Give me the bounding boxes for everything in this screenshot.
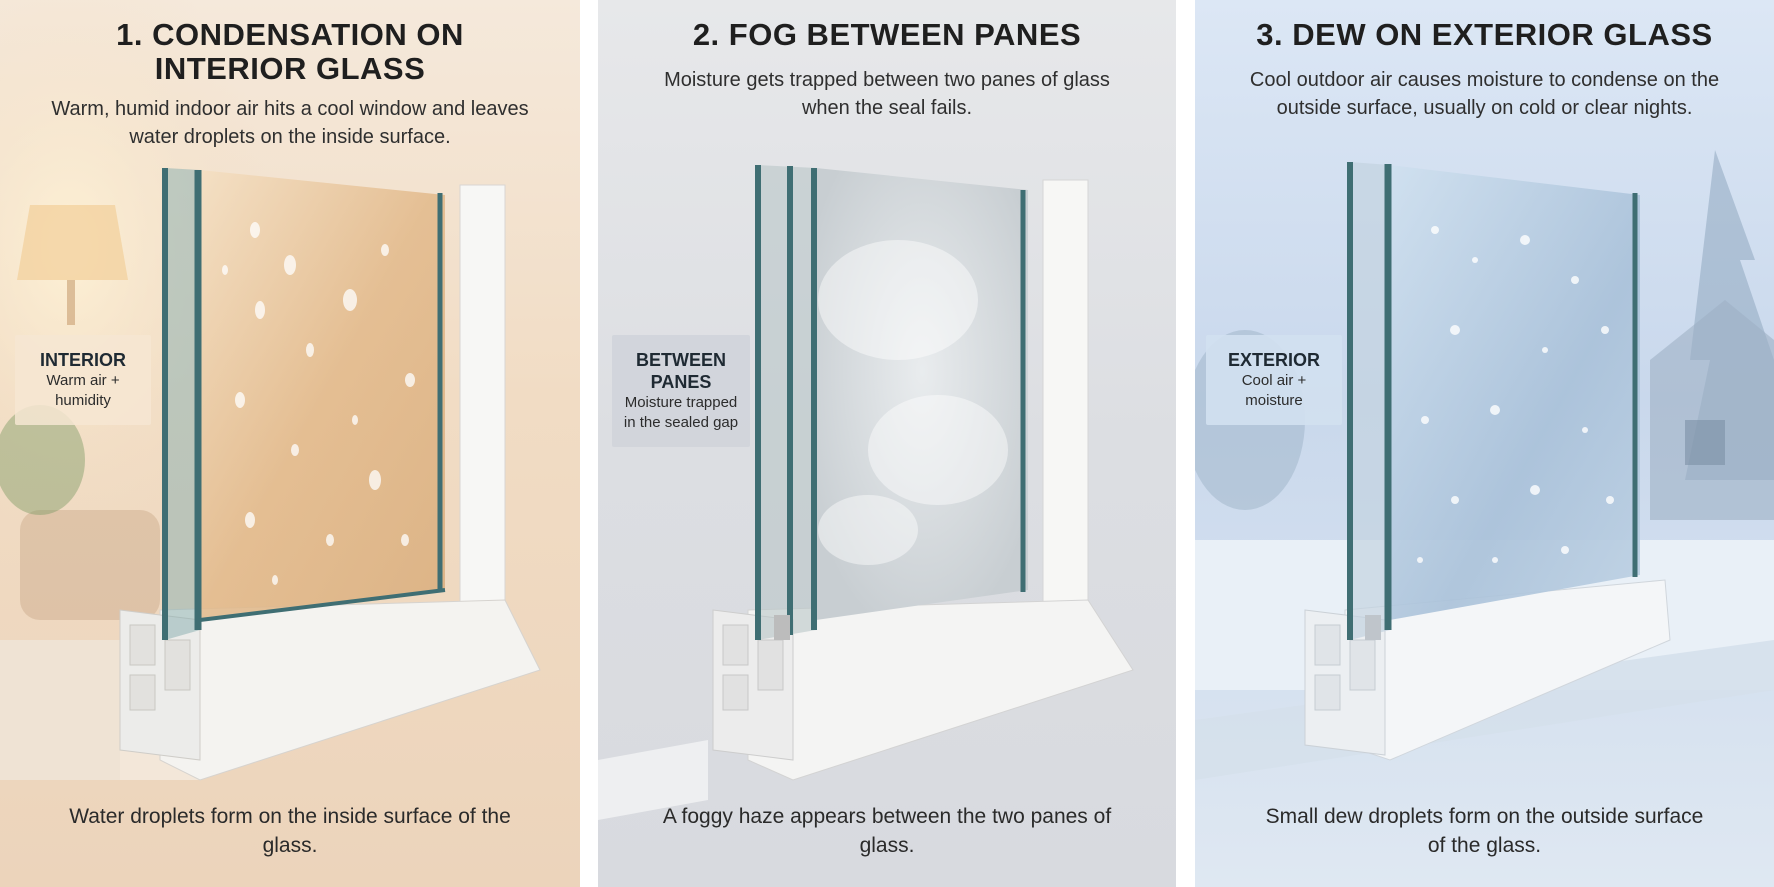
tag-subtitle: Cool air + moisture [1241, 372, 1307, 409]
panel-caption: Water droplets form on the inside surfac… [69, 805, 511, 857]
panel-caption: Small dew droplets form on the outside s… [1265, 805, 1704, 857]
panel-title: 1. CONDENSATION ON INTERIOR GLASS [116, 17, 464, 86]
panel-caption: A foggy haze appears between the two pan… [662, 805, 1112, 857]
panel-title: 2. FOG BETWEEN PANES [692, 17, 1082, 52]
tag-subtitle: Warm air + humidity [46, 372, 120, 409]
tag-title: INTERIOR [39, 350, 126, 370]
tag-title: EXTERIOR [1227, 350, 1320, 370]
interior-window-illustration [0, 0, 580, 887]
panel-exterior: 3. DEW ON EXTERIOR GLASS Cool outdoor ai… [1195, 0, 1774, 887]
interior-tag: INTERIOR Warm air + humidity [15, 335, 151, 425]
tag-subtitle: Moisture trapped in the sealed gap [623, 394, 739, 431]
exterior-tag: EXTERIOR Cool air + moisture [1206, 335, 1342, 425]
between-panes-window-illustration [598, 165, 1134, 820]
panel-description: Cool outdoor air causes moisture to cond… [1249, 69, 1720, 119]
tag-title: BETWEEN PANES [636, 350, 726, 392]
panel-interior: 1. CONDENSATION ON INTERIOR GLASS Warm, … [0, 0, 580, 887]
panel-title: 3. DEW ON EXTERIOR GLASS [1256, 17, 1713, 52]
between-panes-tag: BETWEEN PANES Moisture trapped in the se… [612, 335, 750, 447]
panel-description: Moisture gets trapped between two panes … [664, 69, 1110, 119]
panel-between-panes: 2. FOG BETWEEN PANES Moisture gets trapp… [598, 0, 1176, 887]
panel-description: Warm, humid indoor air hits a cool windo… [51, 98, 529, 148]
exterior-window-illustration [1195, 150, 1774, 780]
